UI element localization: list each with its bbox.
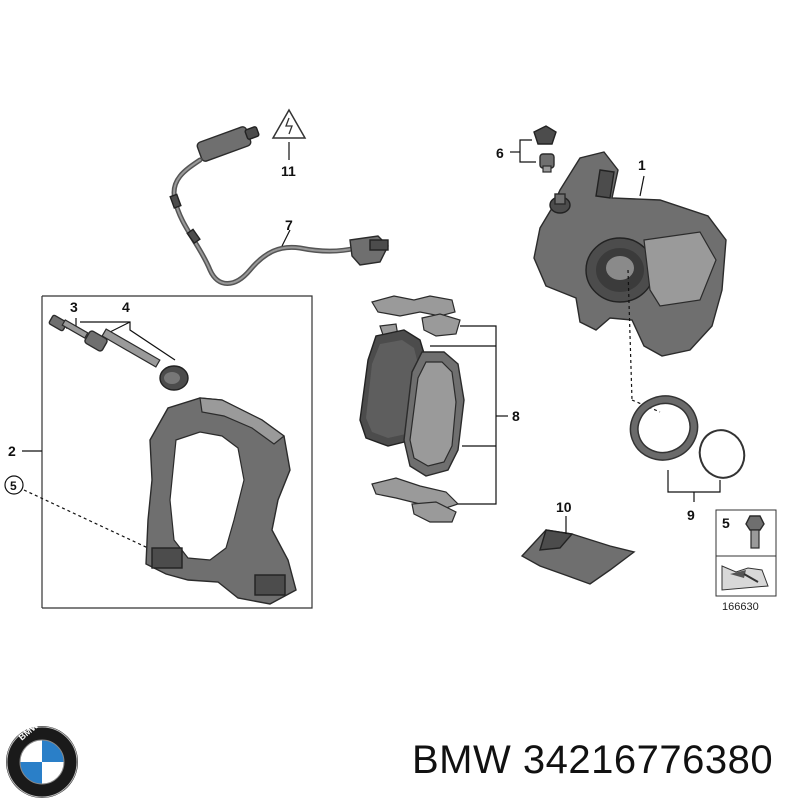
brand-and-part-number: BMW 34216776380	[412, 738, 773, 783]
brand-label: BMW	[412, 738, 512, 782]
callout-8: 8	[512, 408, 520, 424]
guide-pin-with-boot	[84, 328, 189, 391]
grease-packet	[520, 529, 636, 585]
callout-11: 11	[281, 163, 296, 179]
callout-2: 2	[8, 443, 16, 459]
callout-10: 10	[556, 499, 572, 515]
brake-pad-clips-top	[371, 295, 461, 339]
callout-3: 3	[70, 299, 78, 315]
piston-seal-ring-kit	[629, 395, 746, 479]
warning-triangle-icon	[271, 108, 307, 139]
callout-5: 5	[10, 479, 17, 493]
brake-pad-outer	[403, 351, 465, 477]
wear-sensor-cable	[169, 126, 389, 286]
brake-pad-clips-bottom	[371, 477, 460, 523]
bmw-logo: BMW	[6, 724, 78, 798]
callout-6: 6	[496, 145, 504, 161]
bolt-icon	[745, 515, 765, 549]
callout-1: 1	[638, 157, 646, 173]
part-number: 34216776380	[522, 738, 774, 782]
brake-caliper-housing	[533, 151, 727, 357]
callout-7-leader	[281, 229, 291, 247]
callout-9: 9	[687, 507, 695, 523]
inset-callout-5: 5	[722, 515, 730, 531]
callout-7: 7	[285, 217, 293, 233]
guide-bolt	[48, 314, 89, 339]
arrow-icon	[721, 565, 769, 591]
bleeder-cap-and-screw	[533, 125, 557, 173]
callout-5-circle	[4, 475, 24, 495]
caliper-carrier-bracket	[145, 397, 297, 605]
hardware-inset: 5	[715, 509, 777, 597]
callout-9-bracket	[667, 470, 721, 493]
callout-4: 4	[122, 299, 130, 315]
image-number: 166630	[722, 601, 759, 613]
carrier-group-frame	[42, 295, 313, 609]
callout-8-bracket	[458, 325, 497, 505]
